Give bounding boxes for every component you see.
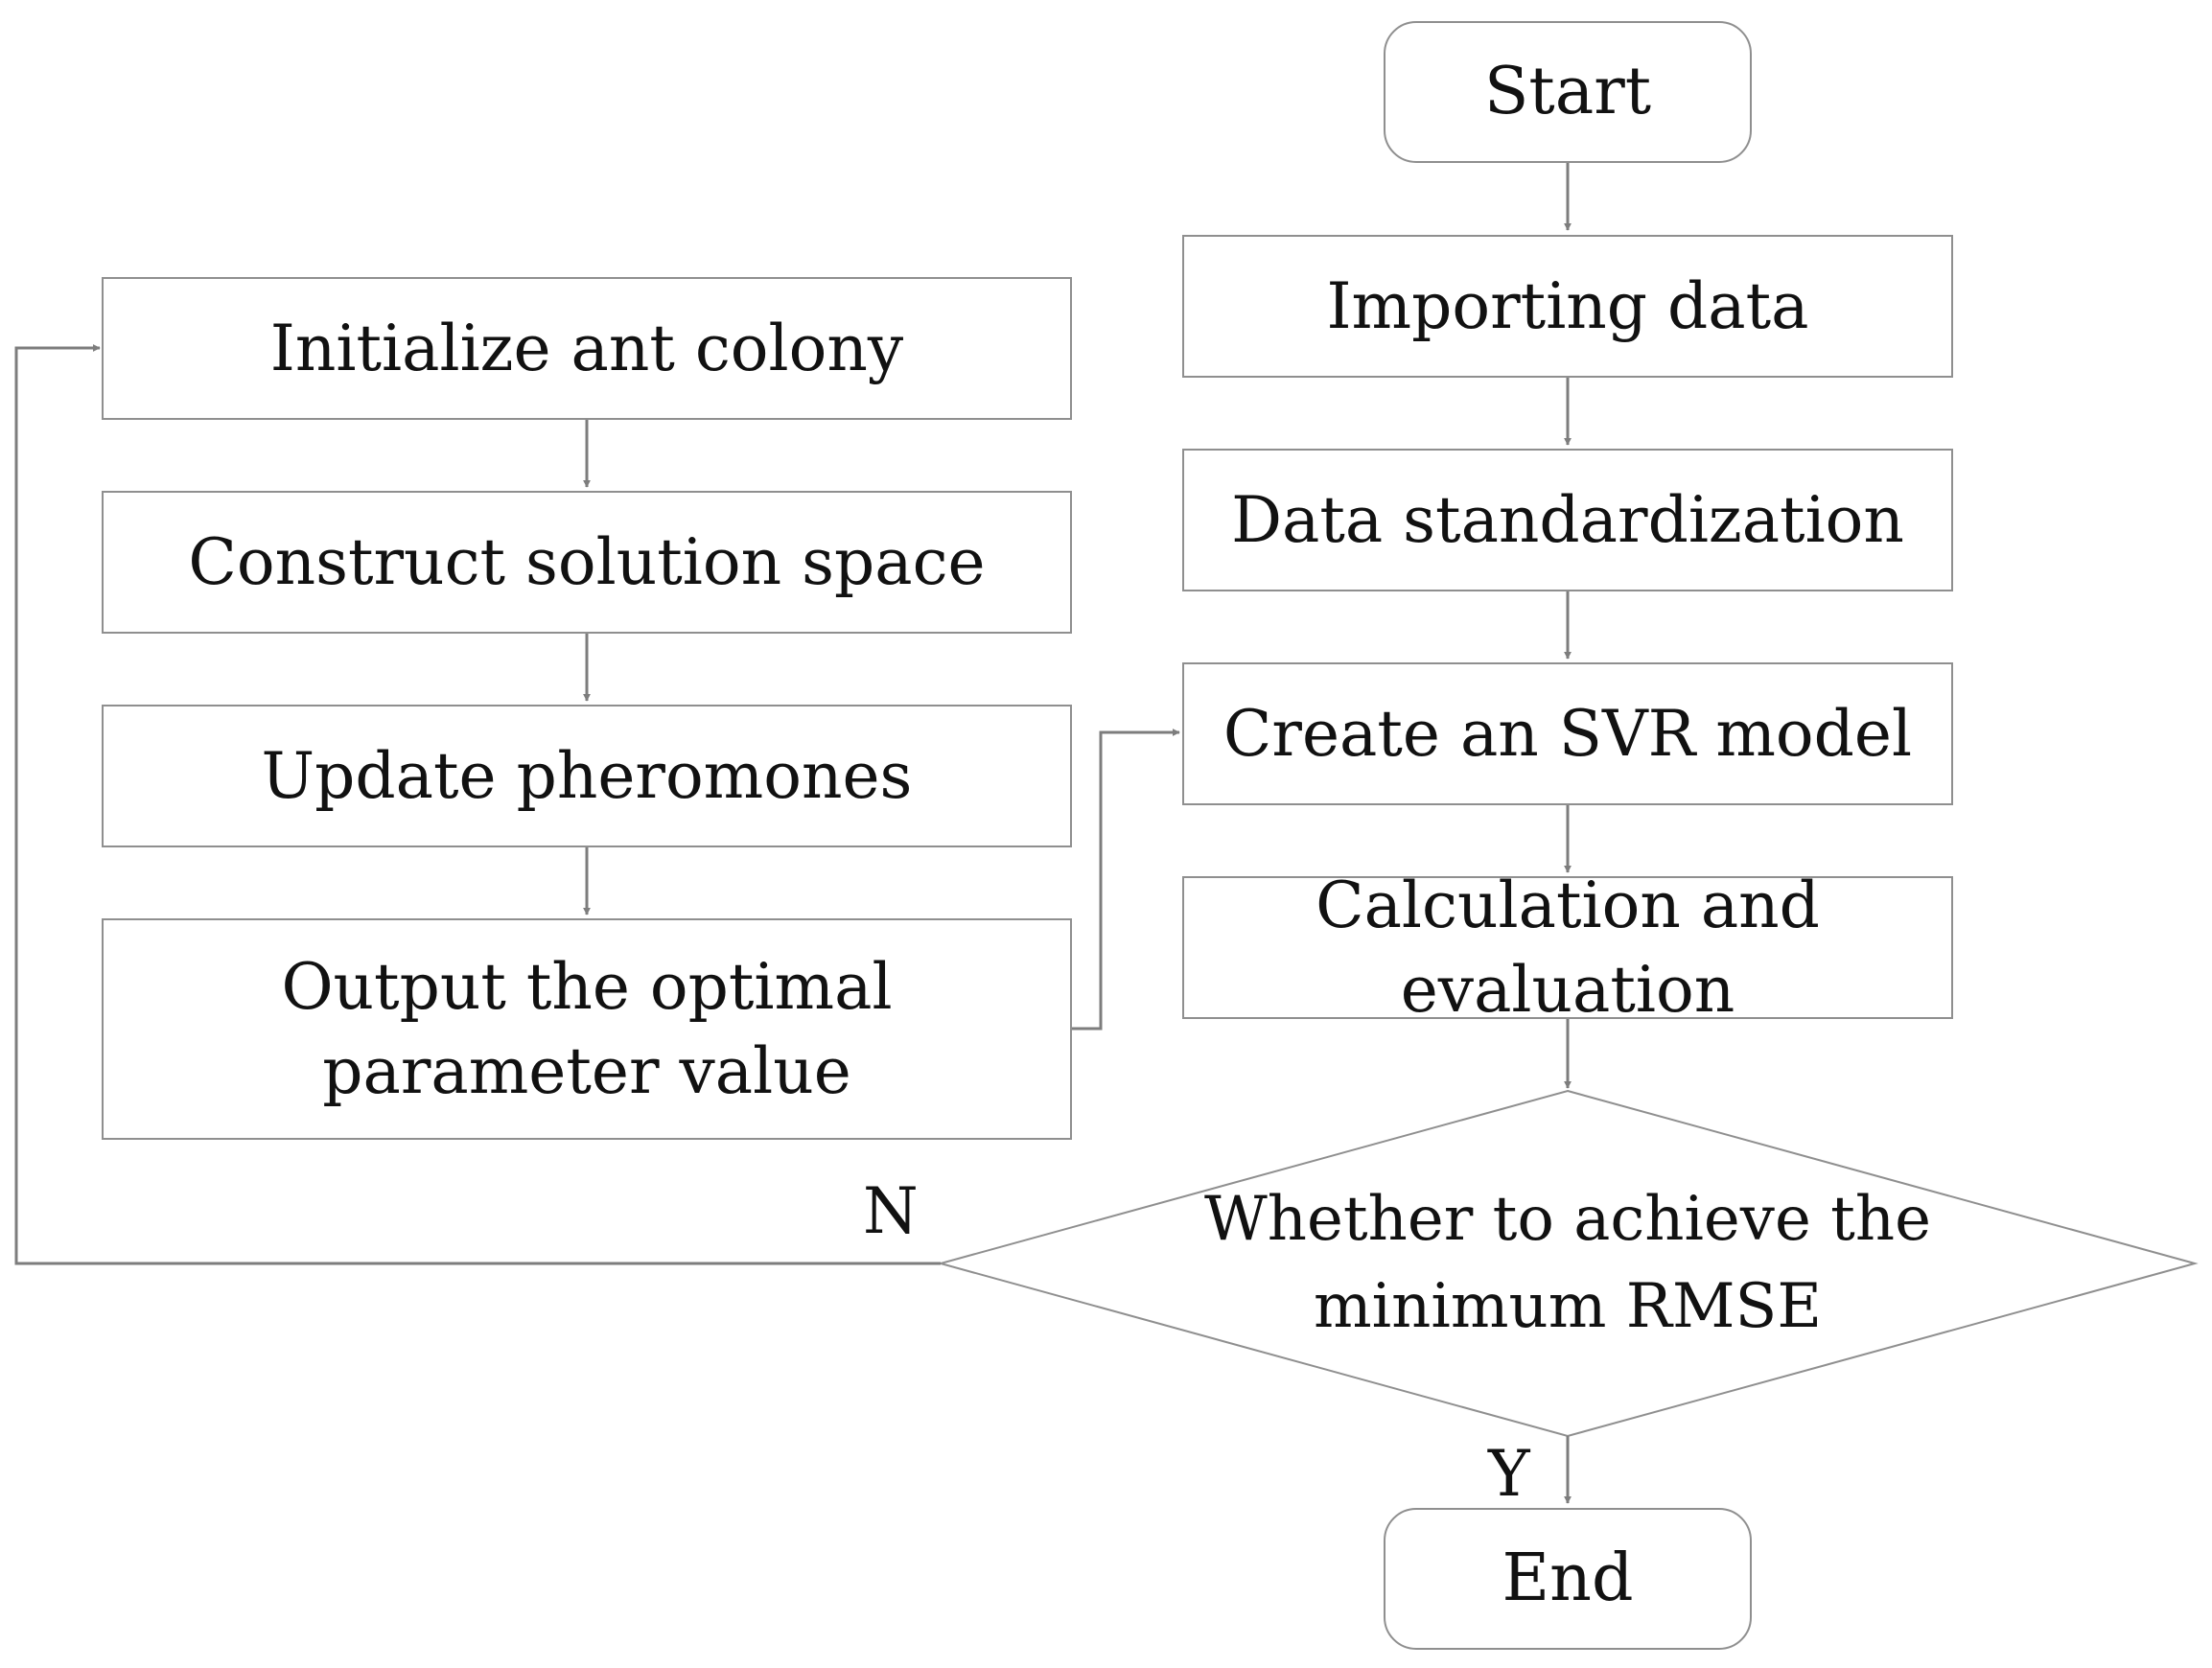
data-standardization-label: Data standardization [1231,482,1904,557]
arrow-decision-no-to-initialize [14,344,941,1265]
update-pheromones-box: Update pheromones [102,705,1072,847]
construct-solution-space-label: Construct solution space [188,524,986,599]
initialize-ant-colony-box: Initialize ant colony [102,277,1072,420]
importing-data-label: Importing data [1326,268,1809,343]
output-optimal-parameter-label: Output the optimal parameter value [281,950,893,1108]
calculation-evaluation-label: Calculation and evaluation [1316,869,1820,1027]
initialize-ant-colony-label: Initialize ant colony [269,311,904,385]
start-node: Start [1384,21,1752,163]
create-svr-model-label: Create an SVR model [1222,696,1913,771]
arrow-output-to-svr [1072,729,1180,1031]
start-node-label: Start [1483,53,1652,129]
create-svr-model-box: Create an SVR model [1182,662,1953,805]
construct-solution-space-box: Construct solution space [102,491,1072,634]
end-node-label: End [1502,1540,1634,1616]
decision-node: Whether to achieve the minimum RMSE [1184,1158,1951,1369]
output-optimal-parameter-box: Output the optimal parameter value [102,918,1072,1140]
data-standardization-box: Data standardization [1182,449,1953,591]
branch-label-no: N [863,1174,919,1248]
importing-data-box: Importing data [1182,235,1953,378]
update-pheromones-label: Update pheromones [261,738,913,813]
decision-label: Whether to achieve the minimum RMSE [1204,1184,1931,1342]
branch-label-yes: Y [1488,1437,1530,1511]
end-node: End [1384,1508,1752,1650]
calculation-evaluation-box: Calculation and evaluation [1182,869,1953,1027]
